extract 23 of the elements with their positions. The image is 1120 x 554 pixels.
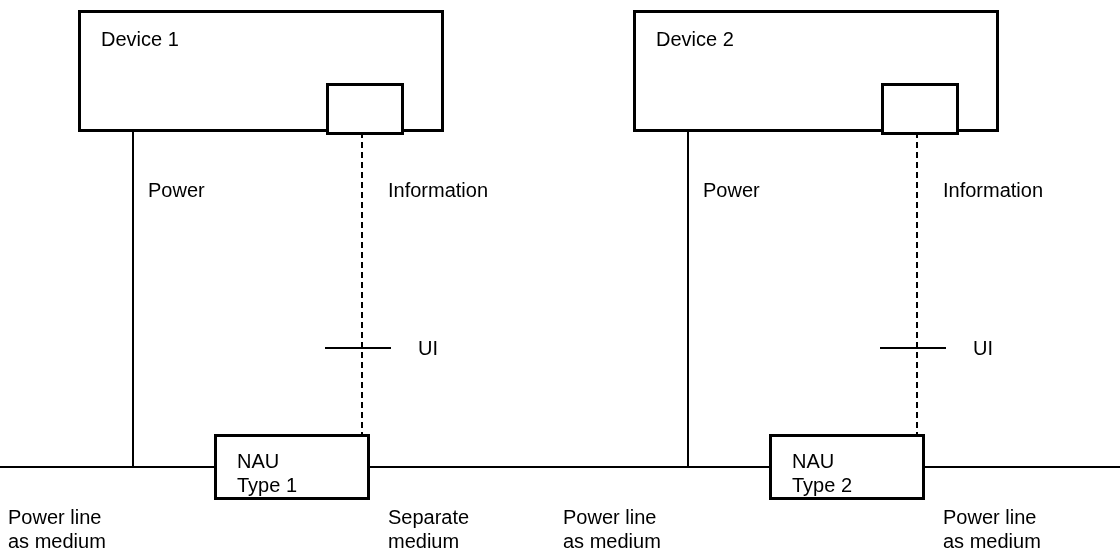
edge-label: Power line as medium bbox=[943, 505, 1042, 553]
box-label: NAU Type 2 bbox=[792, 449, 854, 497]
connector-line bbox=[542, 466, 770, 468]
empty-box bbox=[326, 83, 404, 135]
interface-label: UI bbox=[418, 336, 438, 360]
edge-label: Power bbox=[148, 178, 205, 202]
box-label: Device 2 bbox=[656, 27, 734, 51]
device-box bbox=[633, 10, 999, 132]
interface-label: UI bbox=[973, 336, 993, 360]
network-access-unit-box bbox=[214, 434, 370, 500]
connector-line bbox=[0, 466, 215, 468]
box-label: NAU Type 1 bbox=[237, 449, 299, 497]
connector-line bbox=[924, 466, 1120, 468]
edge-label: Information bbox=[388, 178, 489, 202]
edge-label: Separate medium bbox=[388, 505, 471, 553]
edge-label: Power line as medium bbox=[8, 505, 107, 553]
network-access-unit-box bbox=[769, 434, 925, 500]
device-box bbox=[78, 10, 444, 132]
box-label: Device 1 bbox=[101, 27, 179, 51]
empty-box bbox=[881, 83, 959, 135]
edge-label: Power line as medium bbox=[563, 505, 662, 553]
edge-label: Power bbox=[703, 178, 760, 202]
edge-label: Information bbox=[943, 178, 1044, 202]
